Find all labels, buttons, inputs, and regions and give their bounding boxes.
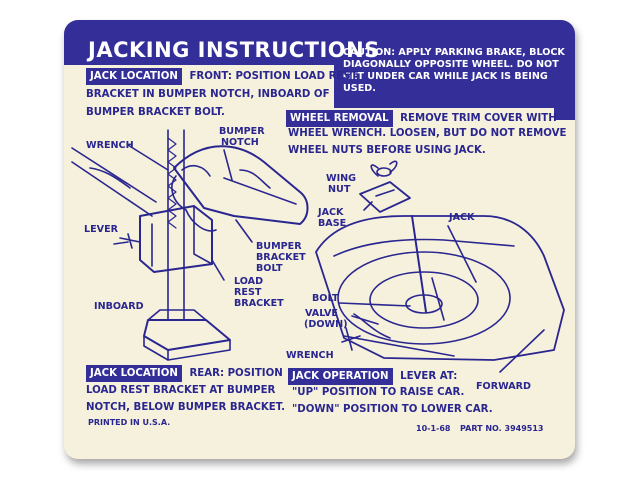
label-valve-2: (DOWN) <box>304 319 348 330</box>
front-location-text2: BRACKET IN BUMPER NOTCH, INBOARD OF <box>86 89 330 100</box>
jacking-instructions-decal: JACKING INSTRUCTIONS CAUTION: APPLY PARK… <box>64 20 575 459</box>
label-wing-nut-1: WING <box>326 173 357 184</box>
label-load-rest-bracket-1: LOAD <box>234 276 264 287</box>
jack-location-rear-tag: JACK LOCATION <box>86 365 182 382</box>
label-wing-nut-2: NUT <box>328 184 351 195</box>
label-lever: LEVER <box>84 224 119 235</box>
label-bolt: BOLT <box>312 293 339 304</box>
label-bumper-notch-1: BUMPER <box>219 126 265 137</box>
print-date: 10-1-68 <box>416 424 451 433</box>
label-load-rest-bracket-2: REST <box>234 287 262 298</box>
jack-operation-text2: "UP" POSITION TO RAISE CAR. <box>292 387 465 398</box>
front-location-text1: FRONT: POSITION LOAD REST <box>189 71 358 82</box>
label-bumper-bracket-bolt-3: BOLT <box>256 263 283 274</box>
label-wrench-left: WRENCH <box>86 140 134 151</box>
front-location-line1: JACK LOCATION FRONT: POSITION LOAD REST <box>86 68 358 85</box>
rear-location-text3: NOTCH, BELOW BUMPER BRACKET. <box>86 402 285 413</box>
part-number: PART NO. 3949513 <box>460 424 544 433</box>
front-location-text3: BUMPER BRACKET BOLT. <box>86 107 225 118</box>
jack-operation-tag: JACK OPERATION <box>288 368 393 385</box>
label-bumper-bracket-bolt-2: BRACKET <box>256 252 306 263</box>
jack-operation-text1: LEVER AT: <box>400 371 458 382</box>
wheel-removal-text1: REMOVE TRIM COVER WITH <box>400 113 557 124</box>
label-valve-1: VALVE <box>305 308 338 319</box>
label-jack-base-1: JACK <box>318 207 344 218</box>
jack-illustration <box>71 129 565 373</box>
printed-in-usa: PRINTED IN U.S.A. <box>88 418 171 427</box>
label-load-rest-bracket-3: BRACKET <box>234 298 284 309</box>
jack-operation-text3: "DOWN" POSITION TO LOWER CAR. <box>292 404 493 415</box>
label-inboard: INBOARD <box>94 301 144 312</box>
caution-text: CAUTION: APPLY PARKING BRAKE, BLOCK DIAG… <box>343 47 565 94</box>
rear-location-text1: REAR: POSITION <box>189 368 283 379</box>
wheel-removal-text3: WHEEL NUTS BEFORE USING JACK. <box>288 145 486 156</box>
page-title: JACKING INSTRUCTIONS <box>88 38 380 62</box>
rear-location-line1: JACK LOCATION REAR: POSITION <box>86 365 283 382</box>
label-wrench-right: WRENCH <box>286 350 334 361</box>
label-jack: JACK <box>449 212 475 223</box>
label-forward: FORWARD <box>476 381 532 392</box>
wheel-removal-tag: WHEEL REMOVAL <box>286 110 393 127</box>
wheel-removal-text2: WHEEL WRENCH. LOOSEN, BUT DO NOT REMOVE <box>288 128 567 139</box>
label-jack-base-2: BASE <box>318 218 347 229</box>
label-bumper-bracket-bolt-1: BUMPER <box>256 241 302 252</box>
jack-operation-line1: JACK OPERATION LEVER AT: <box>288 368 457 385</box>
jack-location-front-tag: JACK LOCATION <box>86 68 182 85</box>
rear-location-text2: LOAD REST BRACKET AT BUMPER <box>86 385 276 396</box>
label-bumper-notch-2: NOTCH <box>221 137 259 148</box>
wheel-removal-line1: WHEEL REMOVAL REMOVE TRIM COVER WITH <box>286 110 557 127</box>
